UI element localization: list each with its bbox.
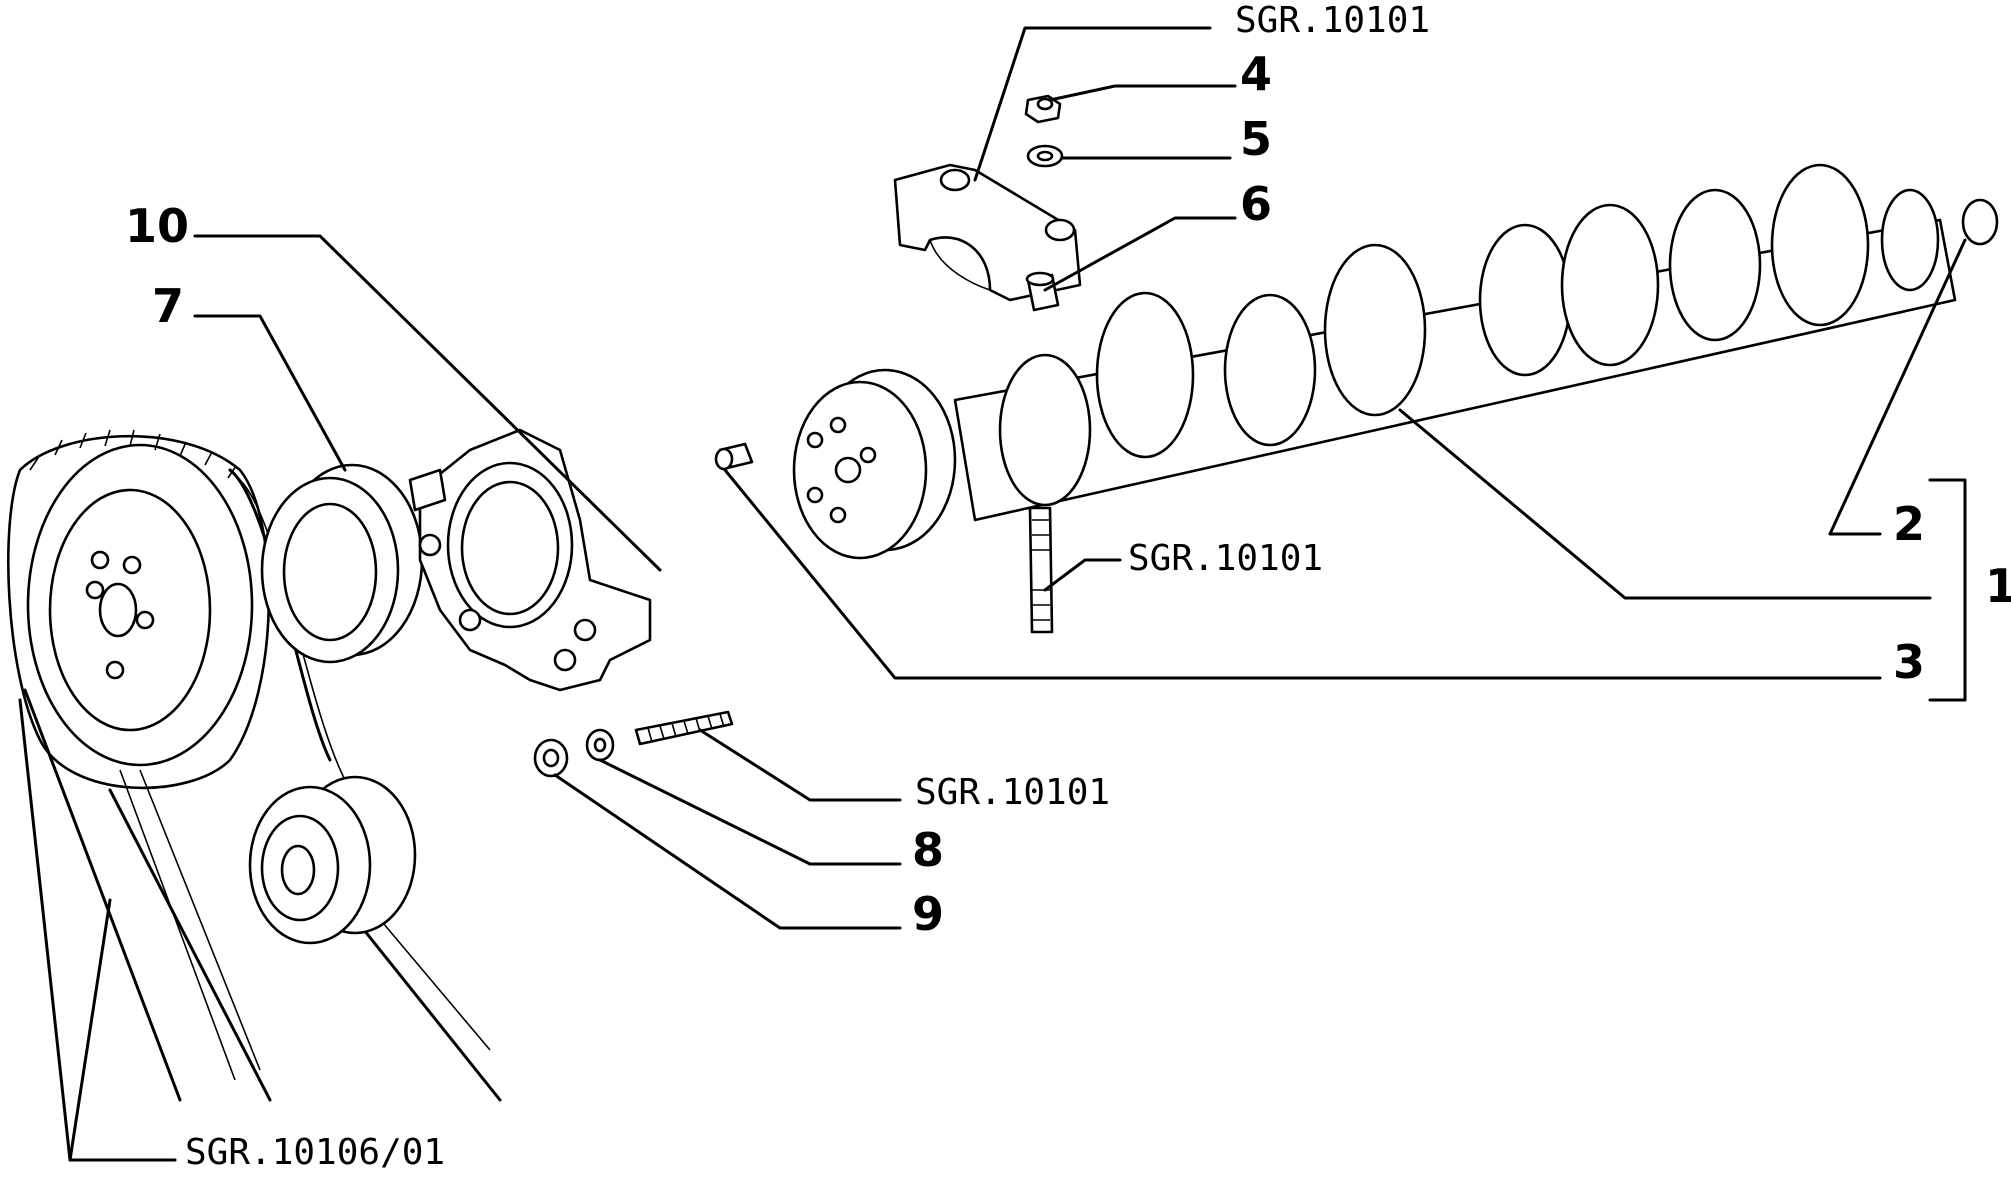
- callout-10: 10: [125, 199, 189, 253]
- reference-timing-belt: SGR.10106/01: [185, 1132, 445, 1173]
- oil-seal-part-7: [260, 463, 424, 664]
- reference-bearing-cap: SGR.10101: [1235, 0, 1430, 41]
- camshaft-part-1: [792, 163, 1957, 560]
- plug-part-2: [1961, 198, 1999, 246]
- callout-7: 7: [152, 279, 184, 333]
- callout-1: 1: [1985, 559, 2011, 613]
- timing-belt-pulley-assembly: [7, 429, 502, 1102]
- reference-stud: SGR.10101: [1128, 538, 1323, 579]
- callout-4: 4: [1240, 47, 1272, 101]
- nut-washer-stud-parts-8-9: [533, 710, 734, 778]
- leader-lines: [18, 26, 1967, 1162]
- reference-bolt: SGR.10101: [915, 772, 1110, 813]
- callout-2: 2: [1893, 497, 1925, 551]
- callout-3: 3: [1893, 635, 1925, 689]
- stud: [1028, 506, 1054, 634]
- bearing-cap-assembly: [893, 94, 1082, 312]
- callout-6: 6: [1240, 177, 1272, 231]
- callout-9: 9: [912, 887, 944, 941]
- callout-5: 5: [1240, 112, 1272, 166]
- cover-housing-part-10: [408, 428, 652, 692]
- callout-8: 8: [912, 823, 944, 877]
- dowel-pin: [714, 442, 754, 471]
